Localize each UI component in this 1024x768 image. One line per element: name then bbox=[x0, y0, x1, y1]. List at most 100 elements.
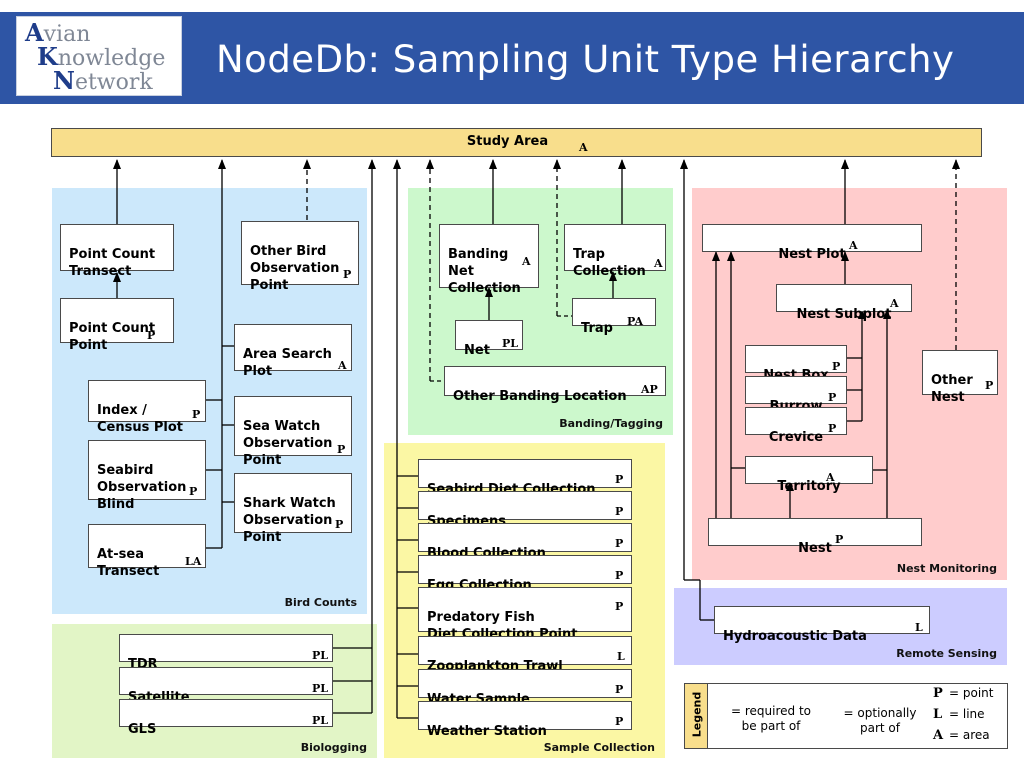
legend-key-meaning: = area bbox=[949, 728, 990, 742]
node-tag: PL bbox=[312, 714, 329, 727]
node-tag: A bbox=[338, 359, 347, 372]
node-label: Shark Watch Observation Point bbox=[243, 496, 336, 545]
node-egg-collection[interactable]: Egg Collection P bbox=[418, 555, 632, 593]
node-trap-collection[interactable]: Trap Collection A bbox=[564, 224, 666, 279]
node-banding-net-collection[interactable]: Banding Net Collection A bbox=[439, 224, 539, 296]
node-tag: L bbox=[915, 621, 923, 634]
node-label: Other Bird Observation Point bbox=[250, 244, 340, 293]
node-tag: P bbox=[615, 600, 624, 613]
node-tag: PA bbox=[627, 315, 644, 328]
node-label: Trap Collection bbox=[573, 247, 646, 279]
region-label-sample-collection: Sample Collection bbox=[543, 741, 655, 754]
node-label: Point Count Point bbox=[69, 321, 156, 353]
node-gls[interactable]: GLS PL bbox=[119, 699, 333, 737]
node-tag: PL bbox=[502, 337, 519, 350]
region-label-banding-tagging: Banding/Tagging bbox=[559, 417, 663, 430]
node-tag: P bbox=[189, 485, 198, 498]
legend-key-symbol: A bbox=[933, 728, 944, 743]
node-label: Crevice bbox=[768, 430, 824, 445]
node-label: Seabird Observation Blind bbox=[97, 463, 187, 512]
node-tag: P bbox=[828, 422, 837, 435]
node-label: Area Search Plot bbox=[243, 347, 332, 379]
node-tag: PL bbox=[312, 682, 329, 695]
legend-title: Legend bbox=[690, 691, 704, 738]
node-label: Net bbox=[464, 343, 490, 358]
node-specimens[interactable]: Specimens P bbox=[418, 491, 632, 529]
node-nest[interactable]: Nest P bbox=[708, 518, 922, 556]
avian-knowledge-network-logo: Avian Knowledge Network bbox=[16, 16, 182, 96]
node-at-sea-transect[interactable]: At-sea Transect LA bbox=[88, 524, 206, 579]
region-label-bird-counts: Bird Counts bbox=[284, 596, 357, 609]
node-water-sample[interactable]: Water Sample P bbox=[418, 669, 632, 707]
node-seabird-observation-blind[interactable]: Seabird Observation Blind P bbox=[88, 440, 206, 512]
region-label-nest-monitoring: Nest Monitoring bbox=[896, 562, 997, 575]
node-shark-watch-observation-point[interactable]: Shark Watch Observation Point P bbox=[234, 473, 352, 545]
node-hydroacoustic-data[interactable]: Hydroacoustic Data L bbox=[714, 606, 930, 644]
node-nest-plot[interactable]: Nest Plot A bbox=[702, 224, 922, 262]
node-tag: P bbox=[615, 505, 624, 518]
node-nest-box[interactable]: Nest Box P bbox=[745, 345, 847, 383]
node-zooplankton-trawl[interactable]: Zooplankton Trawl L bbox=[418, 636, 632, 674]
node-tag: P bbox=[615, 683, 624, 696]
legend-required-text: = required to be part of bbox=[730, 704, 811, 733]
node-satellite[interactable]: Satellite PL bbox=[119, 667, 333, 705]
node-other-bird-observation-point[interactable]: Other Bird Observation Point P bbox=[241, 221, 359, 293]
study-area-node[interactable]: Study Area A bbox=[51, 128, 982, 157]
legend: = required to be part of = optionally pa… bbox=[684, 683, 1008, 749]
node-tag: P bbox=[337, 443, 346, 456]
node-blood-collection[interactable]: Blood Collection P bbox=[418, 523, 632, 561]
node-tag: A bbox=[826, 471, 835, 484]
node-tag: P bbox=[615, 537, 624, 550]
node-tag: P bbox=[828, 391, 837, 404]
legend-key-meaning: = line bbox=[949, 707, 985, 721]
node-label: Trap bbox=[581, 321, 613, 336]
node-label: Point Count Transect bbox=[69, 247, 156, 279]
legend-key-symbol: P bbox=[933, 686, 943, 701]
node-label: Hydroacoustic Data bbox=[723, 629, 867, 644]
node-predatory-fish-diet-collection-point[interactable]: Predatory Fish Diet Collection Point P bbox=[418, 587, 632, 642]
node-label: Nest Plot bbox=[778, 247, 846, 262]
node-tag: P bbox=[147, 329, 156, 342]
node-label: Index / Census Plot bbox=[97, 403, 183, 435]
node-label: Nest bbox=[798, 541, 832, 556]
node-index-census-plot[interactable]: Index / Census Plot P bbox=[88, 380, 206, 435]
page-title: NodeDb: Sampling Unit Type Hierarchy bbox=[216, 38, 955, 81]
node-weather-station[interactable]: Weather Station P bbox=[418, 701, 632, 739]
node-crevice[interactable]: Crevice P bbox=[745, 407, 847, 445]
node-label: At-sea Transect bbox=[97, 547, 160, 579]
node-burrow[interactable]: Burrow P bbox=[745, 376, 847, 414]
study-area-label: Study Area bbox=[466, 134, 549, 149]
node-tag: P bbox=[615, 569, 624, 582]
node-tag: A bbox=[890, 297, 899, 310]
legend-key-area: A = area bbox=[933, 728, 990, 743]
node-sea-watch-observation-point[interactable]: Sea Watch Observation Point P bbox=[234, 396, 352, 468]
node-seabird-diet-collection[interactable]: Seabird Diet Collection P bbox=[418, 459, 632, 497]
node-label: Weather Station bbox=[427, 724, 547, 739]
node-tag: P bbox=[835, 533, 844, 546]
region-label-biologging: Biologging bbox=[300, 741, 367, 754]
legend-key-meaning: = point bbox=[949, 686, 994, 700]
node-other-nest[interactable]: Other Nest P bbox=[922, 350, 998, 405]
study-area-tag: A bbox=[579, 141, 588, 154]
node-net[interactable]: Net PL bbox=[455, 320, 523, 358]
node-point-count-point[interactable]: Point Count Point P bbox=[60, 298, 174, 353]
node-tag: A bbox=[849, 239, 858, 252]
node-tag: P bbox=[985, 379, 994, 392]
node-label: Sea Watch Observation Point bbox=[243, 419, 333, 468]
node-territory[interactable]: Territory A bbox=[745, 456, 873, 494]
legend-key-line: L = line bbox=[933, 707, 985, 722]
node-other-banding-location[interactable]: Other Banding Location AP bbox=[444, 366, 666, 404]
node-area-search-plot[interactable]: Area Search Plot A bbox=[234, 324, 352, 379]
node-point-count-transect[interactable]: Point Count Transect bbox=[60, 224, 174, 279]
node-label: Banding Net Collection bbox=[448, 247, 521, 296]
node-tag: AP bbox=[641, 383, 658, 396]
node-tag: P bbox=[615, 715, 624, 728]
node-tag: L bbox=[617, 650, 625, 663]
node-label: Other Nest bbox=[931, 373, 973, 405]
legend-key-symbol: L bbox=[933, 707, 943, 722]
node-tdr[interactable]: TDR PL bbox=[119, 634, 333, 672]
legend-optional-text: = optionally part of bbox=[843, 706, 917, 735]
node-tag: P bbox=[335, 518, 344, 531]
node-nest-subplot[interactable]: Nest Subplot A bbox=[776, 284, 912, 322]
node-trap[interactable]: Trap PA bbox=[572, 298, 656, 336]
